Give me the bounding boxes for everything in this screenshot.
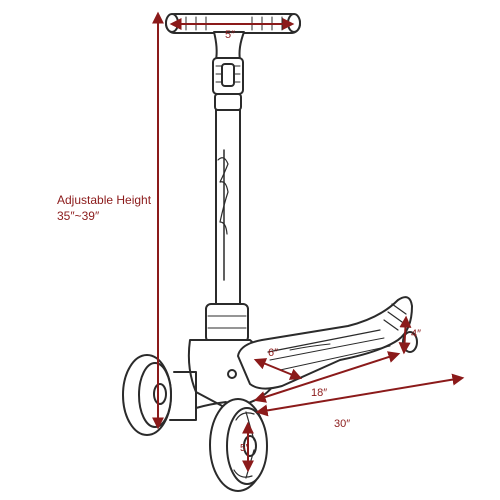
height-label-range: 35″~39″ (57, 209, 100, 223)
handlebar-width-label: 5″ (225, 29, 236, 41)
overall-length-label: 30″ (334, 418, 351, 430)
wheel-size-label: 5″ (240, 443, 250, 454)
right-front-wheel (195, 398, 268, 492)
rear-rise-dimension-line (398, 315, 412, 355)
deck (237, 296, 413, 390)
dimension-lines (152, 11, 465, 473)
deck-length-label: 18″ (311, 387, 328, 399)
steering-stem (205, 57, 249, 343)
rear-rise-label: 4″ (411, 328, 422, 340)
scooter-outline (122, 13, 418, 492)
deck-width-label: 6″ (268, 347, 279, 359)
height-label-title: Adjustable Height (57, 193, 152, 207)
overall-length-dimension-line (255, 373, 465, 417)
left-front-wheel (122, 354, 197, 436)
adjustable-height-label: Adjustable Height 35″~39″ (57, 192, 151, 224)
